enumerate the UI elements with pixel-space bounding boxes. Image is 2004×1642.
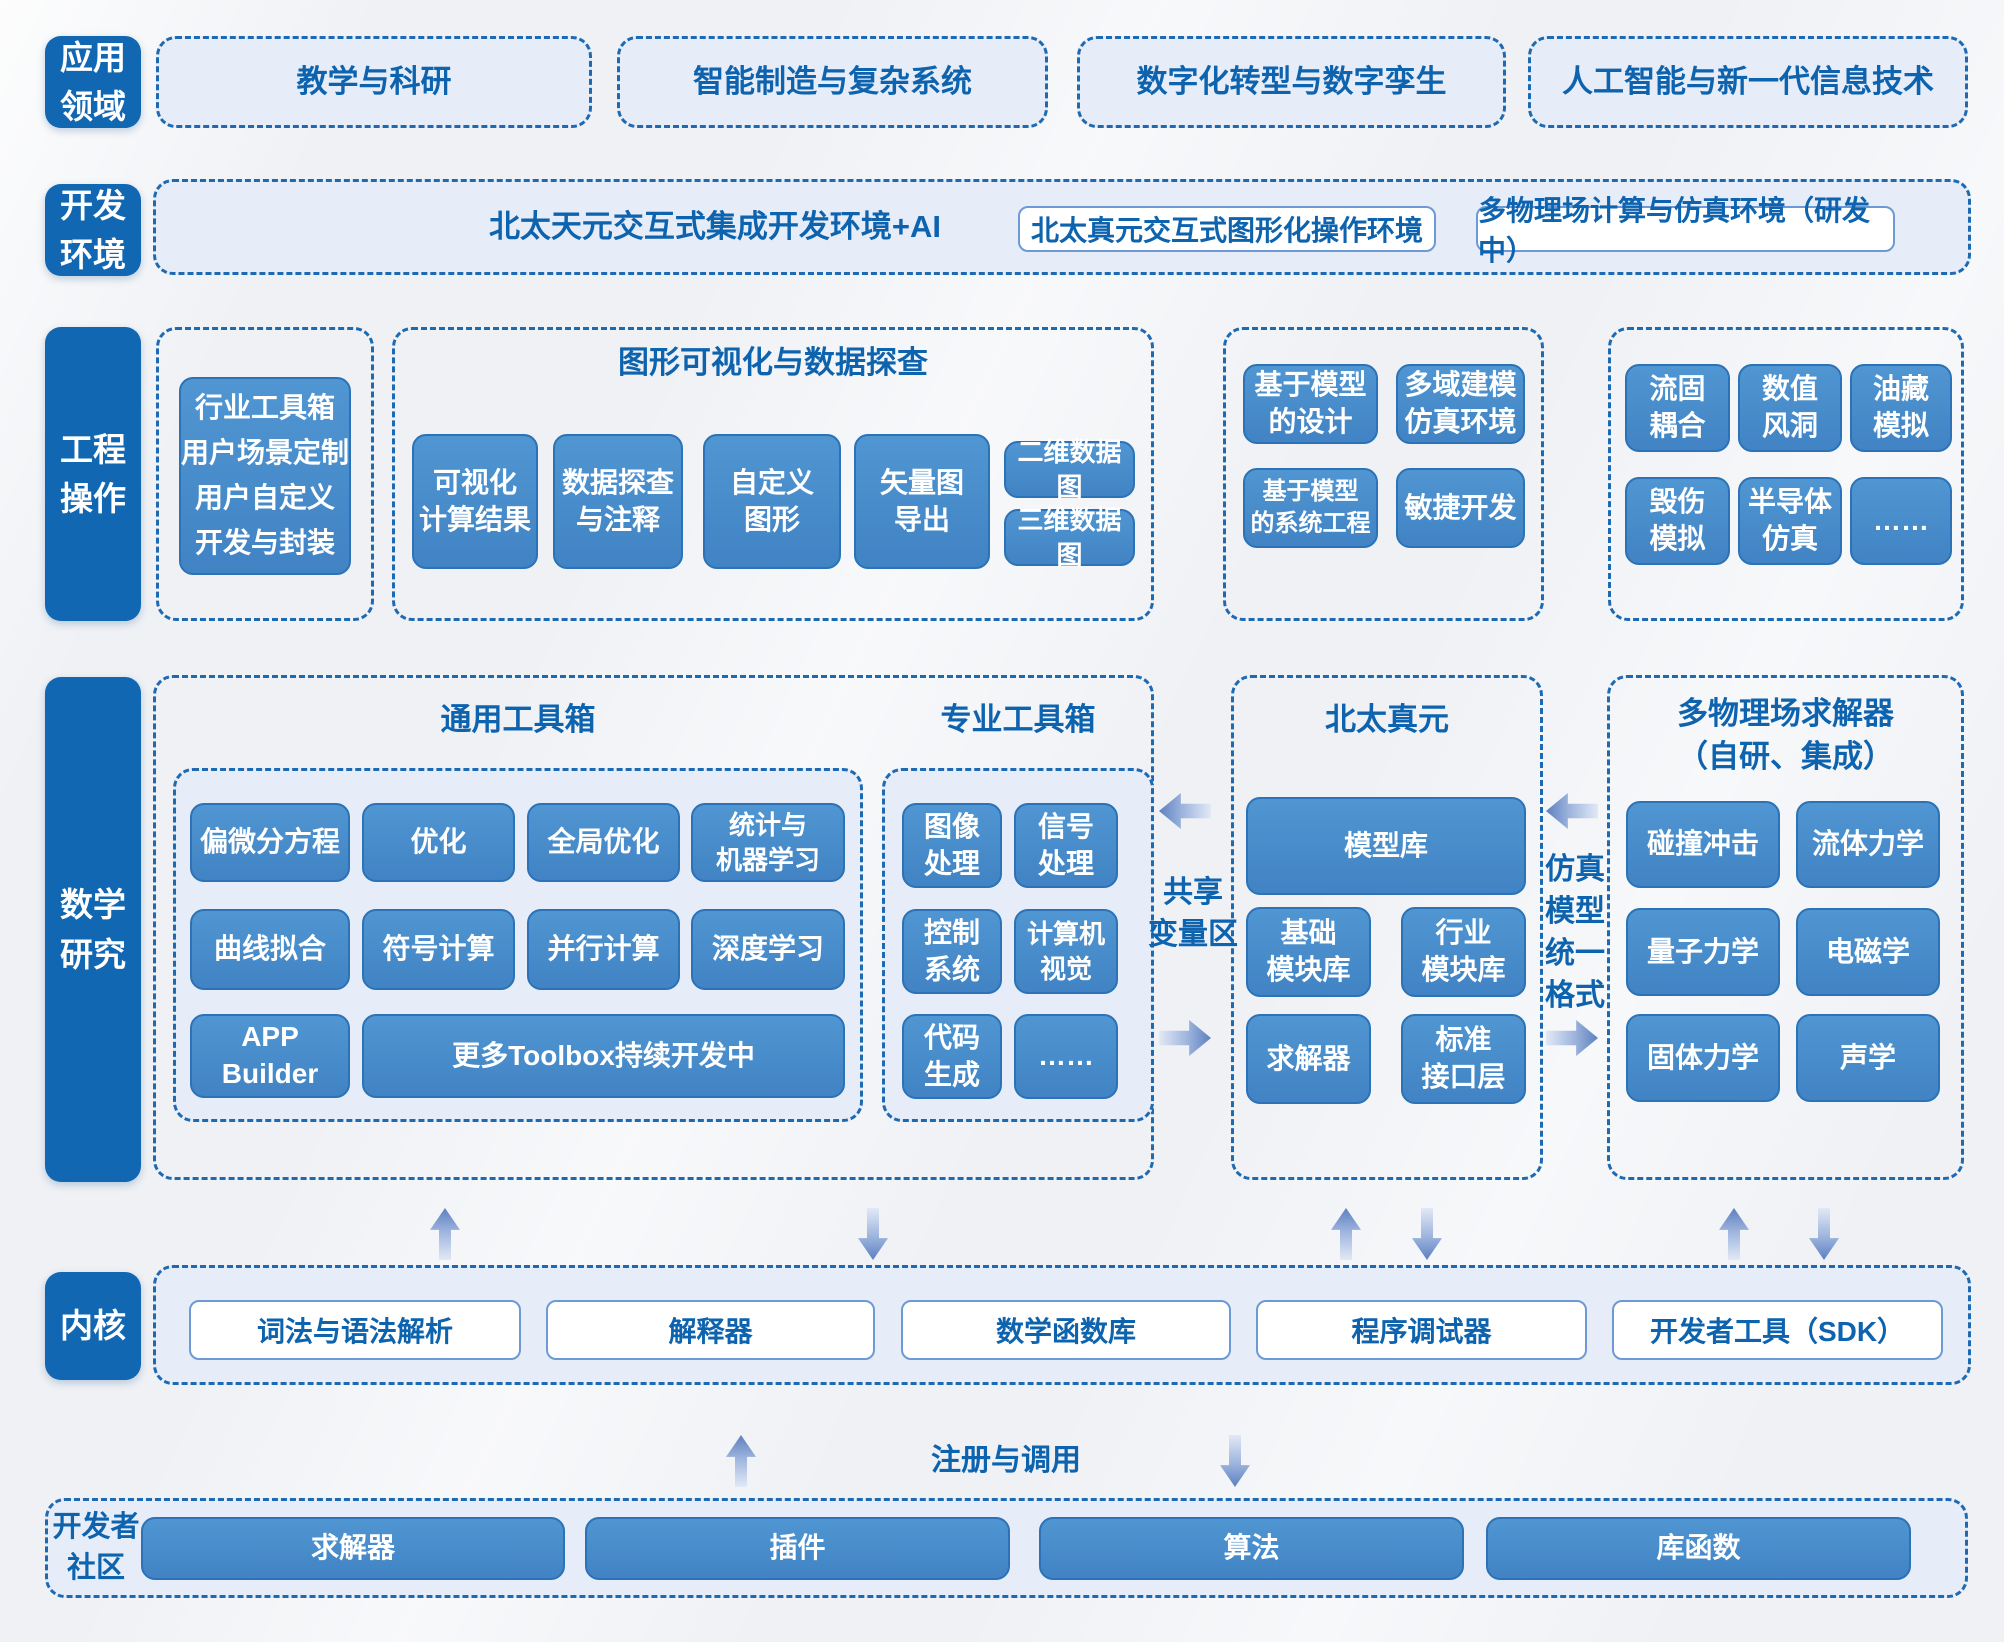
sim-item-numerical-wind-tunnel: 数值 风洞 <box>1738 364 1842 452</box>
graphical-env-box: 北太真元交互式图形化操作环境 <box>1018 206 1436 252</box>
shared-var-arrow-left-icon <box>1159 793 1211 829</box>
sim-format-arrow-left-icon <box>1546 793 1598 829</box>
viz-item-vector-export: 矢量图 导出 <box>854 434 990 569</box>
mbd-item-systems-engineering: 基于模型 的系统工程 <box>1243 468 1378 548</box>
viz-item-2d-plot: 二维数据图 <box>1004 437 1135 502</box>
kernel-up-arrow-icon <box>430 1208 460 1260</box>
mbd-item-multidomain-modeling: 多域建模 仿真环境 <box>1396 364 1525 444</box>
kernel-up-arrow-icon <box>1719 1208 1749 1260</box>
mbd-item-agile-dev: 敏捷开发 <box>1396 468 1525 548</box>
simulation-apps-group <box>1608 327 1964 621</box>
kernel-up-arrow-icon <box>1331 1208 1361 1260</box>
multiphysics-solver-group <box>1607 675 1964 1180</box>
protool-item-more: …… <box>1014 1014 1118 1099</box>
community-item-solver: 求解器 <box>141 1517 565 1580</box>
toolbox-item-deep-learning: 深度学习 <box>691 909 845 990</box>
viz-item-visualize-results: 可视化 计算结果 <box>412 434 538 569</box>
row-label-dev-environment: 开发 环境 <box>45 184 141 276</box>
toolbox-item-pde: 偏微分方程 <box>190 803 350 882</box>
baltamatica-group <box>1231 675 1543 1180</box>
mp-item-impact: 碰撞冲击 <box>1626 801 1780 888</box>
toolbox-item-curve-fitting: 曲线拟合 <box>190 909 350 990</box>
kernel-down-arrow-icon <box>858 1208 888 1260</box>
sim-item-semiconductor: 半导体 仿真 <box>1738 477 1842 565</box>
sim-item-more: …… <box>1850 477 1952 565</box>
kernel-item-math-library: 数学函数库 <box>901 1300 1231 1360</box>
protool-item-image-processing: 图像 处理 <box>902 803 1002 888</box>
general-toolbox-title: 通用工具箱 <box>440 702 596 738</box>
baltamatica-item-industry-blocks: 行业 模块库 <box>1401 907 1526 997</box>
shared-var-arrow-right-icon <box>1159 1020 1211 1056</box>
professional-toolbox-title: 专业工具箱 <box>940 702 1096 738</box>
toolbox-item-parallel: 并行计算 <box>527 909 680 990</box>
viz-item-data-explore-annotate: 数据探查 与注释 <box>553 434 683 569</box>
kernel-item-lexer-parser: 词法与语法解析 <box>189 1300 521 1360</box>
register-call-label: 注册与调用 <box>931 1444 1081 1477</box>
community-item-library-functions: 库函数 <box>1486 1517 1911 1580</box>
shared-variable-label: 共享 变量区 <box>1148 876 1238 951</box>
app-domain-ai-it: 人工智能与新一代信息技术 <box>1528 36 1968 128</box>
kernel-item-debugger: 程序调试器 <box>1256 1300 1587 1360</box>
model-based-group <box>1223 327 1544 621</box>
mp-item-quantum-mechanics: 量子力学 <box>1626 908 1780 996</box>
kernel-item-interpreter: 解释器 <box>546 1300 875 1360</box>
app-domain-teaching-research: 教学与科研 <box>156 36 592 128</box>
protool-item-signal-processing: 信号 处理 <box>1014 803 1118 888</box>
toolbox-item-app-builder: APP Builder <box>190 1014 350 1098</box>
multiphysics-env-box: 多物理场计算与仿真环境（研发中） <box>1476 195 1895 266</box>
multiphysics-solver-title: 多物理场求解器 （自研、集成） <box>1677 695 1894 774</box>
mp-item-acoustics: 声学 <box>1796 1014 1940 1102</box>
register-down-arrow-icon <box>1220 1435 1250 1487</box>
baltamatica-item-basic-blocks: 基础 模块库 <box>1246 907 1371 997</box>
community-item-plugin: 插件 <box>585 1517 1010 1580</box>
protool-item-computer-vision: 计算机 视觉 <box>1014 909 1118 994</box>
mp-item-fluid-dynamics: 流体力学 <box>1796 801 1940 888</box>
toolbox-item-stats-ml: 统计与 机器学习 <box>691 803 845 882</box>
toolbox-item-symbolic: 符号计算 <box>362 909 515 990</box>
row-label-developer-community: 开发者 社区 <box>52 1511 140 1584</box>
mp-item-electromagnetics: 电磁学 <box>1796 908 1940 996</box>
protool-item-code-generation: 代码 生成 <box>902 1014 1002 1099</box>
visualization-group <box>392 327 1154 621</box>
ide-env-title: 北太天元交互式集成开发环境+AI <box>488 209 942 245</box>
row-label-application-domain: 应用 领域 <box>45 36 141 128</box>
toolbox-item-global-optimization: 全局优化 <box>527 803 680 882</box>
row-label-math-research: 数学 研究 <box>45 677 141 1182</box>
kernel-down-arrow-icon <box>1809 1208 1839 1260</box>
sim-item-fluid-solid-coupling: 流固 耦合 <box>1625 364 1730 452</box>
app-domain-smart-manufacturing: 智能制造与复杂系统 <box>617 36 1048 128</box>
mp-item-solid-mechanics: 固体力学 <box>1626 1014 1780 1102</box>
baltamatica-item-standard-interface: 标准 接口层 <box>1401 1014 1526 1104</box>
viz-item-custom-graphics: 自定义 图形 <box>703 434 841 569</box>
toolbox-item-more-toolbox: 更多Toolbox持续开发中 <box>362 1014 845 1098</box>
app-domain-digital-twin: 数字化转型与数字孪生 <box>1077 36 1506 128</box>
industry-toolbox-group <box>156 327 374 621</box>
toolbox-item-optimization: 优化 <box>362 803 515 882</box>
register-up-arrow-icon <box>726 1435 756 1487</box>
protool-item-control-systems: 控制 系统 <box>902 909 1002 994</box>
sim-item-reservoir-simulation: 油藏 模拟 <box>1850 364 1952 452</box>
baltamatica-item-model-library: 模型库 <box>1246 797 1526 895</box>
baltamatica-title: 北太真元 <box>1325 702 1449 738</box>
community-item-algorithm: 算法 <box>1039 1517 1464 1580</box>
sim-model-format-label: 仿真 模型 统一 格式 <box>1545 853 1605 1012</box>
baltamatica-item-solver: 求解器 <box>1246 1014 1371 1104</box>
kernel-down-arrow-icon <box>1412 1208 1442 1260</box>
sim-format-arrow-right-icon <box>1546 1020 1598 1056</box>
mbd-item-model-based-design: 基于模型 的设计 <box>1243 364 1378 444</box>
viz-item-3d-plot: 三维数据图 <box>1004 505 1135 570</box>
visualization-group-title: 图形可视化与数据探查 <box>618 345 928 381</box>
kernel-item-sdk: 开发者工具（SDK） <box>1612 1300 1943 1360</box>
row-label-engineering: 工程 操作 <box>45 327 141 621</box>
sim-item-damage-simulation: 毁伤 模拟 <box>1625 477 1730 565</box>
row-label-kernel: 内核 <box>45 1272 141 1380</box>
industry-toolbox-box: 行业工具箱 用户场景定制 用户自定义 开发与封装 <box>179 377 351 575</box>
